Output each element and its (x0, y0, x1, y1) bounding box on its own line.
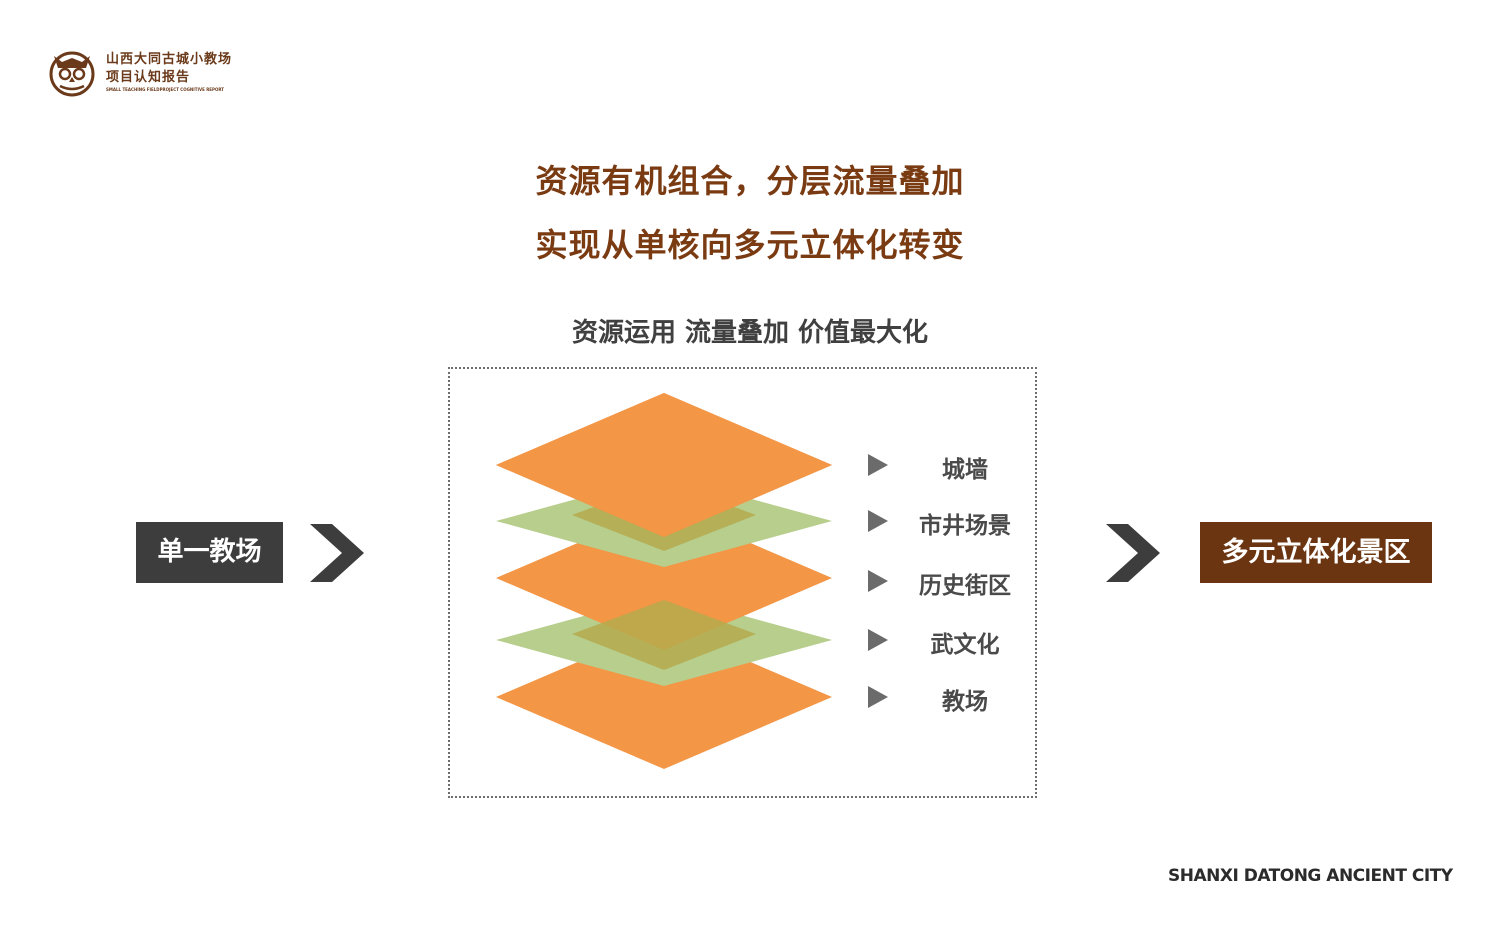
layer-item: 历史街区 (868, 566, 1038, 599)
logo-title-line2: 项目认知报告 (106, 70, 191, 85)
play-triangle-icon (868, 510, 888, 532)
layer-overlap (572, 600, 756, 670)
layer-item: 武文化 (868, 625, 1038, 658)
footer-brand: SHANXI DATONG ANCIENT CITY (1168, 866, 1453, 886)
owl-emblem-icon (49, 51, 95, 97)
chevron-right-icon (310, 524, 364, 582)
layer-item: 市井场景 (868, 506, 1038, 539)
headline-line1: 资源有机组合，分层流量叠加 (535, 162, 965, 200)
logo-tagline: SMALL TEACHING FIELDPROJECT COGNITIVE RE… (106, 87, 224, 92)
layer-item: 城墙 (868, 450, 1038, 483)
end-label-box: 多元立体化景区 (1200, 522, 1432, 583)
layer-diamond-top (496, 393, 832, 537)
play-triangle-icon (868, 454, 888, 476)
headline-line2: 实现从单核向多元立体化转变 (535, 226, 965, 264)
play-triangle-icon (868, 686, 888, 708)
layers-frame (448, 367, 1037, 798)
play-triangle-icon (868, 629, 888, 651)
logo-title-line1: 山西大同古城小教场 (106, 52, 233, 67)
chevron-right-icon (1106, 524, 1160, 582)
layer-label: 城墙 (942, 457, 988, 483)
layer-label: 市井场景 (919, 513, 1011, 539)
play-triangle-icon (868, 570, 888, 592)
layer-label: 教场 (942, 689, 988, 715)
start-label-box: 单一教场 (136, 522, 283, 583)
layer-item: 教场 (868, 682, 1038, 715)
layer-label: 武文化 (930, 632, 1000, 658)
logo: 山西大同古城小教场 项目认知报告 SMALL TEACHING FIELDPRO… (46, 46, 286, 102)
diagram-subtitle: 资源运用 流量叠加 价值最大化 (571, 318, 929, 348)
layer-label: 历史街区 (919, 573, 1011, 599)
